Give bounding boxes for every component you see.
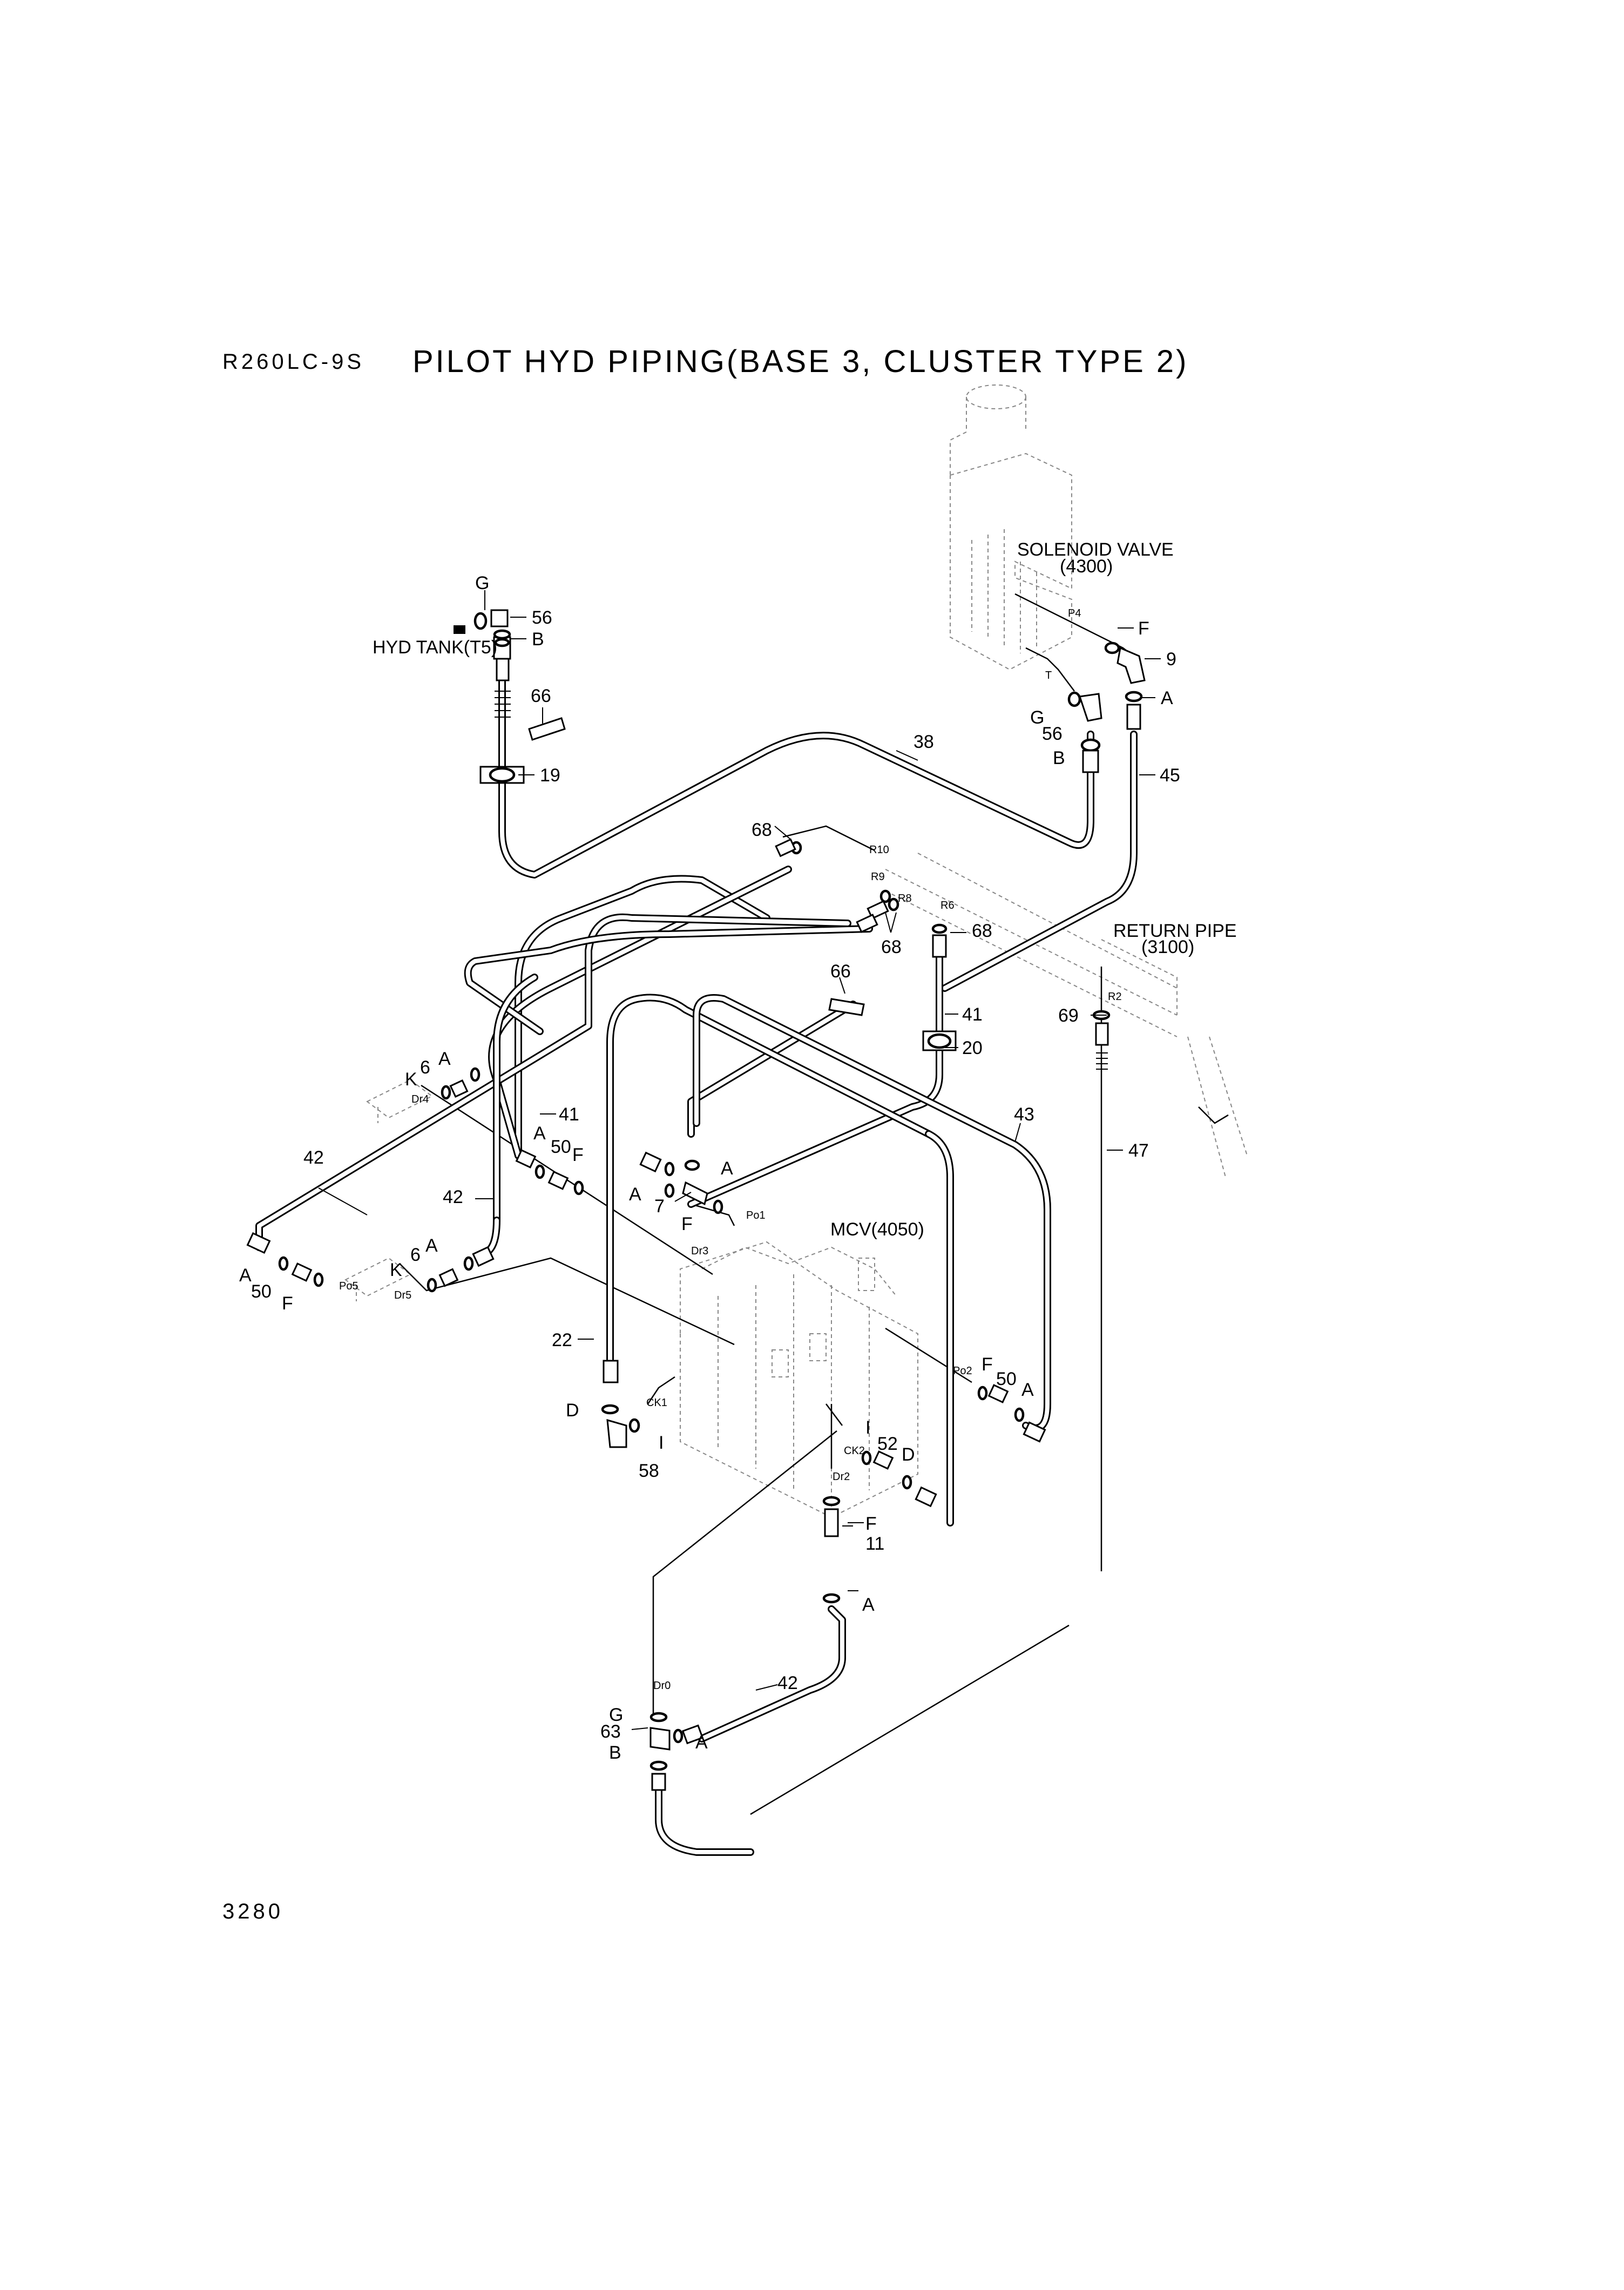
callout-19: 19	[540, 765, 560, 786]
callout-a-lower: A	[862, 1595, 875, 1615]
port-t: T	[1045, 670, 1052, 681]
callout-i-ck1: I	[659, 1433, 664, 1453]
mcv-label: MCV(4050)	[830, 1219, 924, 1240]
callout-f-po2: F	[982, 1354, 993, 1375]
leader-lines	[318, 590, 1161, 1730]
port-po2: Po2	[953, 1365, 972, 1377]
callout-42-left: 42	[303, 1147, 324, 1168]
callout-a-left: A	[239, 1265, 252, 1286]
callout-b-lower: B	[609, 1742, 621, 1763]
callout-66-upper: 66	[531, 686, 551, 706]
callout-f-11: F	[865, 1514, 877, 1534]
port-ck1: CK1	[646, 1397, 667, 1409]
tube-22	[606, 994, 932, 1370]
callout-20: 20	[962, 1038, 983, 1058]
callout-a-po2: A	[1021, 1380, 1034, 1400]
page-number: 3280	[222, 1900, 283, 1923]
hyd-tank-label: HYD TANK(T5)	[373, 637, 497, 658]
callout-d-ck1: D	[566, 1400, 579, 1421]
callout-41-right: 41	[962, 1004, 983, 1025]
callout-56-solenoid: 56	[1042, 724, 1063, 744]
callout-g-tank: G	[475, 573, 489, 593]
tube-43	[693, 994, 1051, 1526]
page-title: PILOT HYD PIPING(BASE 3, CLUSTER TYPE 2)	[412, 344, 1189, 379]
callout-43: 43	[1014, 1104, 1034, 1125]
callout-f-50: F	[572, 1145, 584, 1165]
solenoid-valve-code: (4300)	[1060, 556, 1113, 577]
hose-45	[941, 731, 1138, 992]
callout-g-lower: G	[609, 1705, 623, 1725]
port-ck2: CK2	[844, 1445, 865, 1457]
fittings	[246, 609, 1146, 1791]
callout-66-middle: 66	[830, 961, 851, 982]
callout-9: 9	[1166, 649, 1176, 670]
callout-52: 52	[877, 1434, 898, 1454]
callout-f-solenoid: F	[1138, 618, 1149, 639]
callout-45: 45	[1160, 765, 1180, 786]
callout-b-solenoid: B	[1053, 748, 1065, 768]
callout-g-solenoid: G	[1030, 707, 1044, 728]
callout-63: 63	[600, 1721, 621, 1742]
callout-a-63: A	[695, 1732, 708, 1753]
callout-22: 22	[552, 1330, 572, 1350]
port-po5: Po5	[339, 1280, 358, 1292]
callout-41-left: 41	[559, 1104, 579, 1125]
callout-50-upper: 50	[551, 1137, 571, 1157]
port-dr3: Dr3	[691, 1245, 708, 1257]
hose-41b	[515, 875, 770, 1159]
callout-f-left: F	[282, 1293, 293, 1314]
callout-a-po1: A	[721, 1158, 733, 1179]
callout-69: 69	[1058, 1005, 1079, 1026]
port-p4: P4	[1068, 607, 1081, 619]
callout-f-po1: F	[681, 1214, 693, 1234]
rcv-pedal-outline	[344, 1079, 433, 1301]
port-dr2: Dr2	[833, 1471, 850, 1483]
callout-50-po2: 50	[996, 1369, 1017, 1389]
callout-68-r10: 68	[752, 820, 772, 840]
callout-a-dr5: A	[425, 1235, 438, 1256]
port-r9: R9	[871, 871, 885, 883]
return-pipe-code: (3100)	[1141, 937, 1194, 957]
callout-47: 47	[1128, 1140, 1149, 1161]
callout-42-lower: 42	[777, 1673, 798, 1693]
port-dr0: Dr0	[653, 1680, 671, 1692]
callout-38: 38	[914, 732, 934, 752]
port-dr5: Dr5	[394, 1289, 411, 1301]
callout-6-dr5: 6	[410, 1245, 421, 1265]
callout-k-dr4: K	[405, 1069, 417, 1090]
solenoid-valve-outline	[950, 384, 1072, 671]
port-dr4: Dr4	[411, 1093, 429, 1105]
callout-58: 58	[639, 1461, 659, 1481]
port-r10: R10	[869, 844, 889, 856]
solenoid-valve-label: SOLENOID VALVE	[1017, 539, 1174, 560]
callout-56-tank: 56	[532, 607, 552, 628]
callout-d-ck2: D	[902, 1444, 915, 1465]
port-po1: Po1	[746, 1210, 766, 1221]
mcv-outline	[680, 1241, 918, 1518]
model-number: R260LC-9S	[222, 350, 365, 374]
hose-42-lower	[655, 1605, 846, 1856]
callout-a-solenoid: A	[1161, 688, 1173, 708]
callout-a-dr4: A	[438, 1049, 451, 1069]
port-r6: R6	[940, 900, 955, 911]
callout-68-r8: 68	[881, 937, 902, 957]
pipe-38	[498, 677, 1094, 879]
callout-68-r6: 68	[972, 921, 992, 941]
callout-50-left: 50	[251, 1281, 272, 1302]
callout-a-50: A	[533, 1123, 546, 1144]
callout-k-dr5: K	[390, 1260, 402, 1280]
callout-42-middle: 42	[443, 1187, 463, 1207]
port-r2: R2	[1108, 991, 1122, 1003]
callout-7: 7	[654, 1196, 665, 1217]
callout-i-ck2: I	[865, 1417, 870, 1438]
return-pipe-label: RETURN PIPE	[1113, 921, 1237, 941]
callout-11: 11	[865, 1534, 884, 1554]
callout-b-tank: B	[532, 629, 544, 650]
port-r8: R8	[898, 893, 912, 904]
callout-6-dr4: 6	[420, 1057, 430, 1078]
callout-a-7: A	[629, 1184, 641, 1205]
